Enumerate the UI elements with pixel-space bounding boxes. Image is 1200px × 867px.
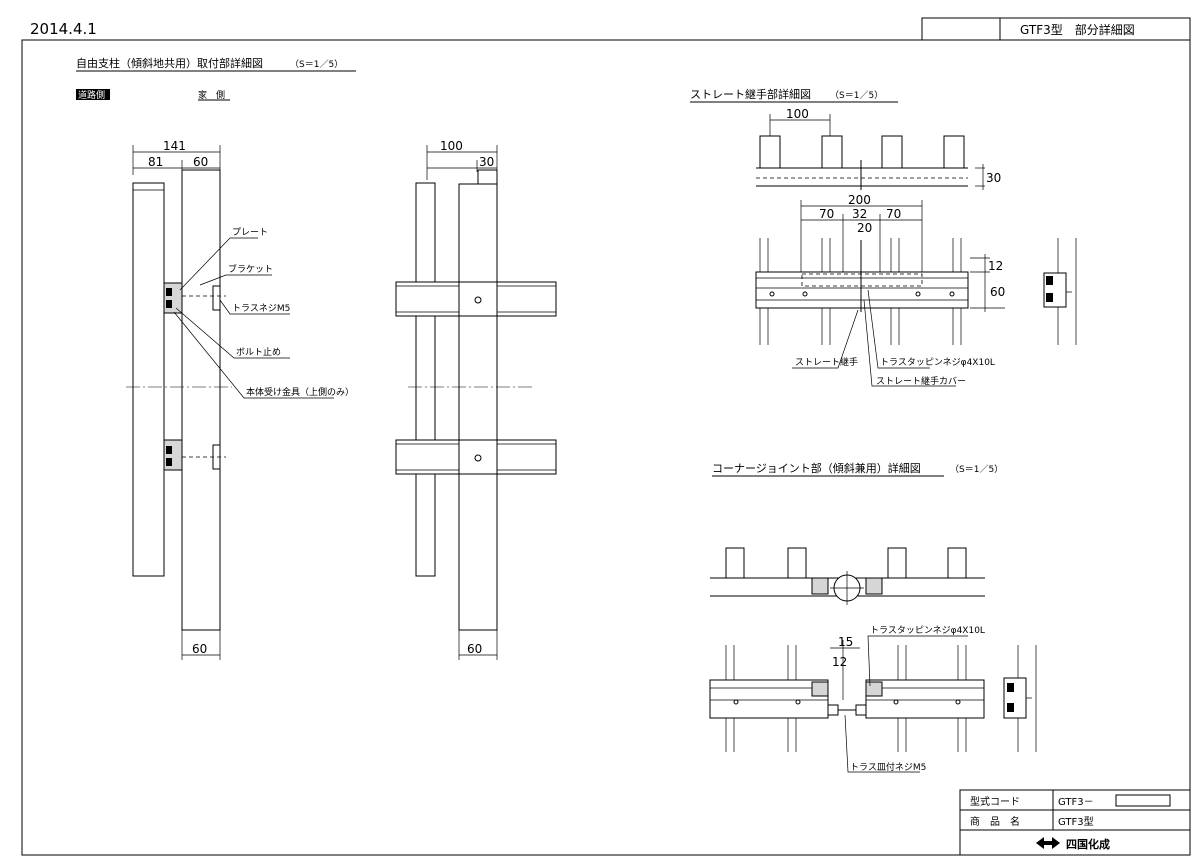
callout-tapping-screw-corner: トラスタッピンネジφ4X10L — [870, 625, 985, 636]
dim-81: 81 — [148, 155, 163, 169]
dim-60-bottom-mid: 60 — [467, 642, 482, 656]
callout-joint-cover: ストレート継手カバー — [876, 375, 966, 387]
model-code-input[interactable] — [1115, 794, 1171, 807]
callout-plate: プレート — [232, 227, 268, 238]
callout-bolt: ボルト止め — [236, 346, 281, 358]
dim-30-straight: 30 — [986, 171, 1001, 185]
corner-rail-right — [865, 679, 985, 719]
bracket-upper — [163, 282, 183, 314]
callout-bracket: ブラケット — [228, 263, 273, 275]
title-block — [959, 789, 1191, 856]
callout-truss-screw: トラスネジM5 — [232, 303, 290, 314]
drawing-title: GTF3型 部分詳細図 — [1020, 22, 1135, 37]
dim-60-bottom-left: 60 — [192, 642, 207, 656]
free-post-mid — [458, 183, 498, 631]
dim-70-left: 70 — [819, 207, 834, 221]
dim-30-post: 30 — [479, 155, 494, 169]
callout-receiver: 本体受け金具（上側のみ） — [246, 386, 354, 398]
straight-joint-scale: （S＝1／5） — [830, 90, 883, 101]
dim-12-straight: 12 — [988, 259, 1003, 273]
title-box — [921, 17, 1191, 41]
product-label: 商 品 名 — [970, 815, 1020, 828]
callout-tapping-screw-straight: トラスタッピンネジφ4X10L — [880, 357, 995, 368]
straight-joint-title: ストレート継手部詳細図 — [690, 87, 811, 101]
sheet-frame — [21, 39, 1191, 856]
dim-60-straight: 60 — [990, 285, 1005, 299]
dim-70-right: 70 — [886, 207, 901, 221]
product-value: GTF3型 — [1058, 815, 1094, 828]
straight-joint-side-view — [1043, 238, 1077, 345]
corner-joint-side-view — [1003, 645, 1037, 752]
dim-100-straight: 100 — [786, 107, 809, 121]
straight-rail — [755, 271, 969, 309]
corner-joint-scale: （S＝1／5） — [950, 464, 1003, 475]
corner-rail-left — [709, 679, 829, 719]
model-code-label: 型式コード — [970, 795, 1020, 808]
dim-60-top: 60 — [193, 155, 208, 169]
dim-32: 32 — [852, 207, 867, 221]
company-name: 四国化成 — [1066, 837, 1110, 851]
side-front-label: 道路側 — [78, 89, 105, 101]
dim-15: 15 — [838, 635, 853, 649]
free-post-left — [181, 169, 221, 631]
callout-straight-joint: ストレート継手 — [795, 356, 858, 368]
dim-20: 20 — [857, 221, 872, 235]
free-post-scale: （S＝1／5） — [290, 59, 343, 70]
dim-141: 141 — [163, 139, 186, 153]
callout-flat-screw: トラス皿付ネジM5 — [850, 762, 926, 773]
side-house-label: 家 側 — [198, 89, 225, 101]
model-code-value: GTF3－ — [1058, 797, 1094, 808]
free-post-title: 自由支柱（傾斜地共用）取付部詳細図 — [76, 56, 263, 70]
corner-joint-title: コーナージョイント部（傾斜兼用）詳細図 — [712, 461, 921, 475]
company-logo-icon — [1036, 837, 1044, 849]
dim-200: 200 — [848, 193, 871, 207]
dim-100-post: 100 — [440, 139, 463, 153]
fence-post-left — [132, 182, 165, 577]
fence-post-mid — [415, 182, 436, 577]
dim-12-corner: 12 — [832, 655, 847, 669]
header-date: 2014.4.1 — [30, 20, 97, 38]
